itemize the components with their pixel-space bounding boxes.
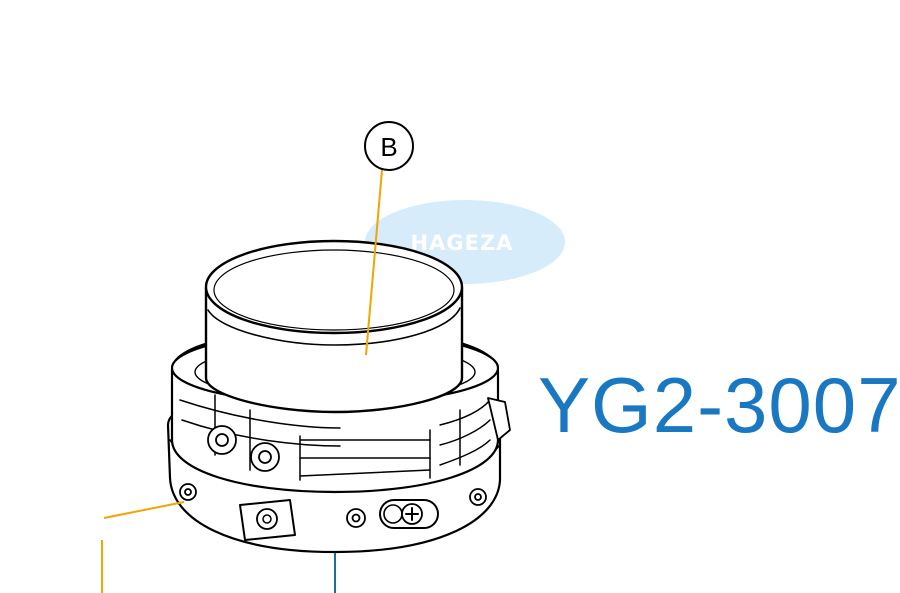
callout-label: B <box>380 132 397 162</box>
callout-b: B <box>364 121 414 171</box>
collar-holes <box>179 483 487 528</box>
assembly-drawing <box>166 239 511 554</box>
side-clip <box>487 397 511 441</box>
watermark-text: HAGEZA <box>411 231 514 255</box>
cap-top <box>204 239 464 335</box>
cap-top-inner <box>213 249 455 331</box>
cage-screws <box>207 425 280 472</box>
cap-lip <box>207 307 461 346</box>
callout-circle <box>364 121 414 171</box>
leader-line-left <box>103 501 185 519</box>
cage-grille <box>179 394 491 481</box>
part-number: YG2-3007 <box>538 361 900 449</box>
leader-line-b <box>365 169 383 356</box>
